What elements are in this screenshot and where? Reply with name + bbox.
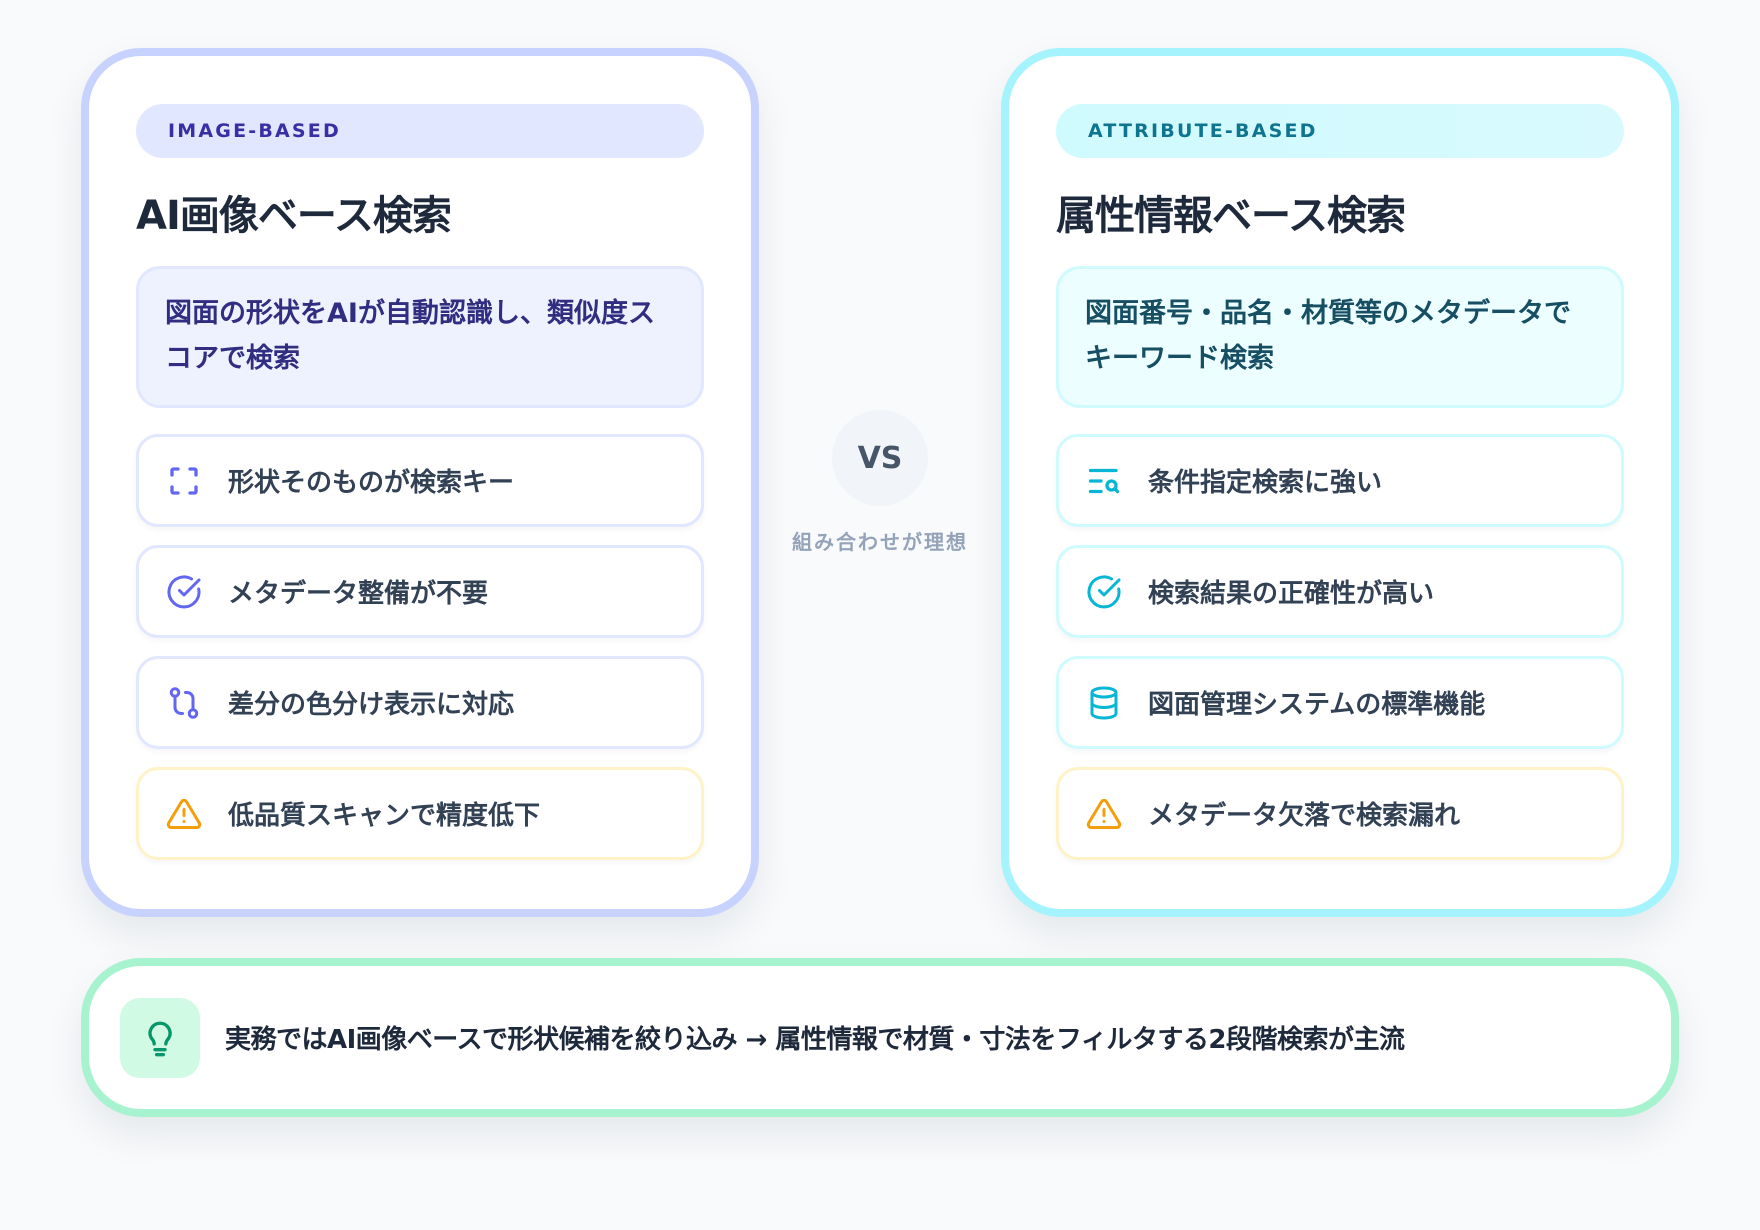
feature-item-warning: 低品質スキャンで精度低下 [136,767,704,860]
check-circle-icon [1086,574,1122,610]
feature-label: 検索結果の正確性が高い [1148,579,1435,609]
warning-triangle-icon [166,796,202,832]
feature-item: メタデータ整備が不要 [136,545,704,638]
feature-label: 低品質スキャンで精度低下 [228,801,541,831]
list-search-icon [1086,463,1122,499]
check-circle-icon [166,574,202,610]
database-icon [1086,685,1122,721]
feature-item: 形状そのものが検索キー [136,434,704,527]
vs-caption: 組み合わせが理想 [792,530,968,554]
image-based-features: 形状そのものが検索キー メタデータ整備が不要 差分の色分け表示に対応 [136,434,704,860]
lightbulb-icon [148,1021,172,1056]
feature-item: 検索結果の正確性が高い [1056,545,1624,638]
tip-banner: 実務ではAI画像ベースで形状候補を絞り込み → 属性情報で材質・寸法をフィルタす… [81,958,1679,1117]
scan-frame-icon [166,463,202,499]
vs-badge: VS [832,410,928,506]
feature-label: メタデータ整備が不要 [228,579,489,609]
attribute-based-description: 図面番号・品名・材質等のメタデータでキーワード検索 [1056,266,1624,408]
feature-item: 条件指定検索に強い [1056,434,1624,527]
vs-divider: VS 組み合わせが理想 [770,410,990,555]
feature-label: メタデータ欠落で検索漏れ [1148,801,1461,831]
feature-label: 差分の色分け表示に対応 [228,690,515,720]
attribute-based-badge: ATTRIBUTE-BASED [1056,104,1624,158]
image-based-badge: IMAGE-BASED [136,104,704,158]
feature-label: 図面管理システムの標準機能 [1148,690,1486,720]
feature-label: 条件指定検索に強い [1148,468,1383,498]
image-based-title: AI画像ベース検索 [136,193,452,239]
feature-item: 図面管理システムの標準機能 [1056,656,1624,749]
git-compare-icon [166,685,202,721]
feature-item-warning: メタデータ欠落で検索漏れ [1056,767,1624,860]
feature-label: 形状そのものが検索キー [228,468,515,498]
warning-triangle-icon [1086,796,1122,832]
attribute-based-features: 条件指定検索に強い 検索結果の正確性が高い 図面 [1056,434,1624,860]
image-based-card: IMAGE-BASED AI画像ベース検索 図面の形状をAIが自動認識し、類似度… [81,48,759,917]
attribute-based-card: ATTRIBUTE-BASED 属性情報ベース検索 図面番号・品名・材質等のメタ… [1001,48,1679,917]
tip-text: 実務ではAI画像ベースで形状候補を絞り込み → 属性情報で材質・寸法をフィルタす… [225,1025,1405,1055]
lightbulb-icon-box [120,997,200,1078]
attribute-based-title: 属性情報ベース検索 [1056,193,1406,239]
feature-item: 差分の色分け表示に対応 [136,656,704,749]
image-based-description: 図面の形状をAIが自動認識し、類似度スコアで検索 [136,266,704,408]
